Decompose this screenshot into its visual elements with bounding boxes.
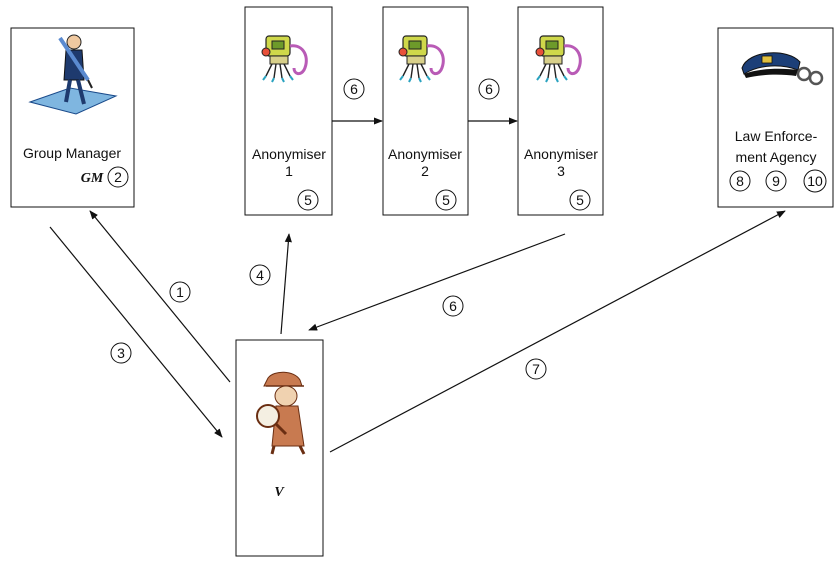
edges <box>49 117 786 453</box>
step-marker <box>169 281 191 303</box>
law-enforcement-label-line1: Law Enforce- <box>735 128 818 144</box>
step-number: 6 <box>485 81 493 97</box>
edge-label-3: 3 <box>110 342 132 364</box>
step-marker <box>442 295 464 317</box>
businessman-with-pen-icon <box>28 34 118 115</box>
anonymiser-label: Anonymiser <box>252 146 326 162</box>
step-marker <box>110 342 132 364</box>
law-enforcement-label-line2: ment Agency <box>736 149 817 165</box>
step-marker <box>803 169 827 193</box>
step-marker <box>343 78 365 100</box>
group-manager-label: Group Manager <box>23 145 121 161</box>
step-number: 6 <box>350 81 358 97</box>
step-number: 5 <box>442 192 450 208</box>
step-number: 5 <box>304 192 312 208</box>
step-number: 10 <box>807 173 823 189</box>
step-marker <box>107 166 129 188</box>
step-marker <box>297 189 319 211</box>
step-marker <box>435 189 457 211</box>
anonymiser-label: Anonymiser <box>388 146 462 162</box>
edge-gm-to-vehicle <box>49 226 223 438</box>
edge-label-6a: 6 <box>343 78 365 100</box>
step-marker <box>765 170 787 192</box>
anonymiser-index: 3 <box>557 163 565 179</box>
group-manager-abbrev: GM <box>81 171 104 186</box>
anonymiser-node-2: Anonymiser 2 5 <box>382 6 469 216</box>
vehicle-label: V <box>274 485 285 500</box>
edge-label-7: 7 <box>525 358 547 380</box>
step-marker <box>729 170 751 192</box>
anonymiser-label: Anonymiser <box>524 146 598 162</box>
edge-vehicle-to-gm <box>89 210 231 383</box>
step-marker <box>569 189 591 211</box>
step-number: 5 <box>576 192 584 208</box>
edge-label-1: 1 <box>169 281 191 303</box>
anonymiser-index: 2 <box>421 163 429 179</box>
step-marker <box>525 358 547 380</box>
step-number: 6 <box>449 298 457 314</box>
step-marker <box>478 78 500 100</box>
anonymiser-node-3: Anonymiser 3 5 <box>517 6 604 216</box>
edge-vehicle-to-lea <box>329 210 786 453</box>
step-number: 1 <box>176 284 184 300</box>
edge-label-4: 4 <box>249 264 271 286</box>
edge-vehicle-to-anon1 <box>280 233 292 335</box>
step-number: 7 <box>532 361 540 377</box>
vehicle-node: V <box>235 339 324 557</box>
edge-label-6c: 6 <box>442 295 464 317</box>
step-marker <box>249 264 271 286</box>
step-number: 8 <box>736 173 744 189</box>
police-cap-handcuffs-icon <box>741 52 824 86</box>
step-number: 9 <box>772 173 780 189</box>
edge-anon3-to-vehicle <box>308 233 566 331</box>
step-number: 3 <box>117 345 125 361</box>
step-number: 4 <box>256 267 264 283</box>
anonymiser-node-1: Anonymiser 1 5 <box>244 6 333 216</box>
edge-label-6b: 6 <box>478 78 500 100</box>
law-enforcement-node: Law Enforce- ment Agency 8 9 10 <box>717 27 834 208</box>
anonymiser-index: 1 <box>285 163 293 179</box>
step-number: 2 <box>114 169 122 185</box>
group-manager-node: Group Manager GM 2 <box>10 27 135 208</box>
detective-magnifier-icon <box>256 371 306 455</box>
